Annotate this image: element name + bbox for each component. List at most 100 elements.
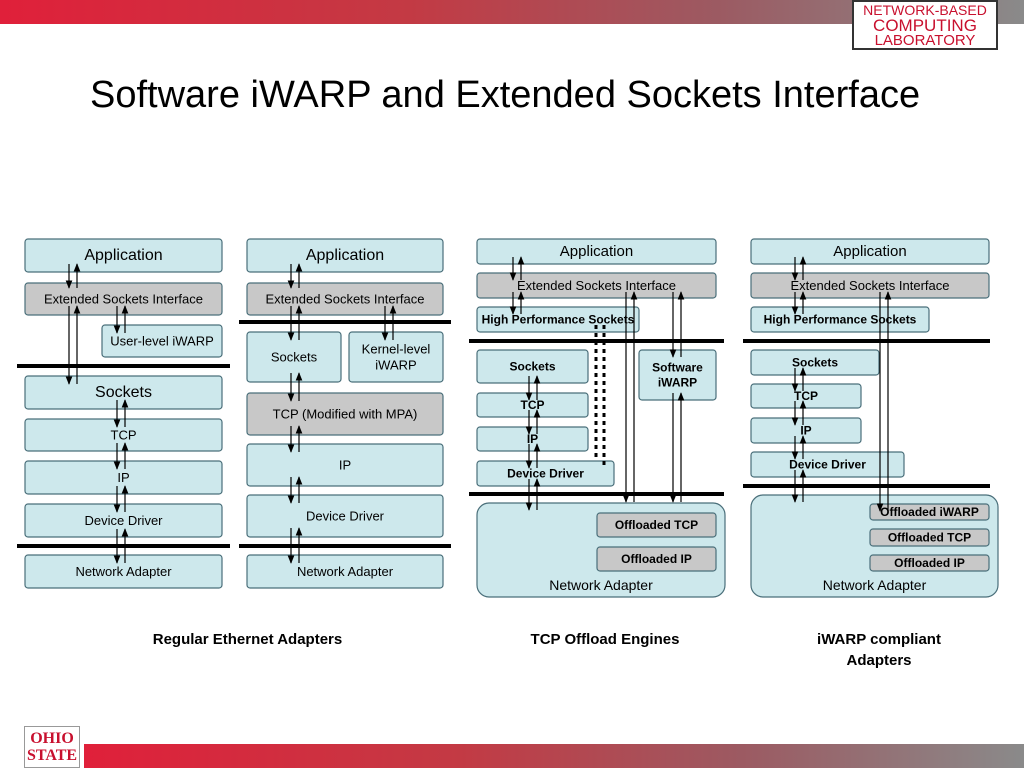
stack-box-frame [246,554,444,589]
stack-box-p2-app: Application [246,238,444,273]
caption-line: iWARP compliant [817,631,941,648]
stack-box-p3-dd: Device Driver [476,460,615,487]
stack-box-p2-sockets: Sockets [246,331,342,383]
lab-logo: NETWORK-BASED COMPUTING LABORATORY [852,0,998,50]
stack-box-p1-uliwarp: User-level iWARP [101,324,223,358]
stack-box-frame [638,349,717,401]
stack-box-label: Offloaded TCP [888,531,971,545]
stack-box-label: Sockets [271,350,318,365]
stack-box-frame [246,494,444,538]
caption-line: Regular Ethernet Adapters [152,631,343,648]
stack-box-label: Offloaded iWARP [880,505,979,519]
stack-box-p3-otcp: Offloaded TCP [596,512,717,538]
stack-box-label: Offloaded IP [894,556,965,570]
stack-box-p1-sockets: Sockets [24,375,223,410]
stack-box-label: Application [560,243,633,260]
stack-box-label: IP [527,432,538,446]
stack-box-frame [596,512,717,538]
stack-box-p4-oip: Offloaded IP [869,554,990,572]
stack-box-label: Network Adapter [297,564,394,579]
stack-box-p4-ip: IP [750,417,862,444]
stack-box-frame [246,331,342,383]
stack-box-frame [476,238,717,265]
slide-title: Software iWARP and Extended Sockets Inte… [90,74,921,116]
stack-box-p4-oiwarp: Offloaded iWARP [869,503,990,521]
caption-regular: Regular Ethernet Adapters [120,629,375,650]
stack-box-p2-ip: IP [246,443,444,487]
stack-box-p2-na: Network Adapter [246,554,444,589]
stack-box-p1-esi: Extended Sockets Interface [24,282,223,316]
stack-box-p1-na: Network Adapter [24,554,223,589]
stack-box-frame [476,349,589,384]
stack-box-p4-app: Application [750,238,990,265]
stack-box-p4-hps: High Performance Sockets [750,306,930,333]
stack-box-label: Sockets [95,384,152,401]
stack-box-label: Device Driver [84,513,163,528]
stack-box-label: IP [800,424,811,438]
stack-box-frame [246,443,444,487]
stack-box-frame [101,324,223,358]
lab-logo-line: NETWORK-BASED [863,2,987,18]
stack-box-frame [750,272,990,299]
lab-logo-line: COMPUTING [873,16,977,35]
caption-line: TCP Offload Engines [530,631,680,648]
stack-box-p3-oip: Offloaded IP [596,546,717,572]
stack-box-label: Network Adapter [823,577,927,593]
stack-box-p1-dd: Device Driver [24,503,223,538]
stack-box-label: Sockets [792,356,838,370]
stack-box-frame [24,503,223,538]
stack-box-p3-hps: High Performance Sockets [476,306,640,333]
stack-box-p4-otcp: Offloaded TCP [869,528,990,547]
stack-box-label: Device Driver [789,458,866,472]
stack-box-label: Offloaded TCP [615,518,698,532]
stack-box-label: Application [84,247,162,264]
stack-box-label: Sockets [509,360,555,374]
stack-box-label: Network Adapter [75,564,172,579]
stack-box-label: Extended Sockets Interface [266,292,425,307]
stack-box-p4-sockets: Sockets [750,349,880,376]
stack-box-p3-esi: Extended Sockets Interface [476,272,717,299]
stack-box-p3-tcp: TCP [476,392,589,418]
stack-box-p3-ip: IP [476,426,589,452]
caption-toe: TCP Offload Engines [490,629,720,650]
stack-box-frame [24,554,223,589]
stack-box-label: Application [833,243,906,260]
stack-box-frame [24,375,223,410]
stack-box-frame [246,392,444,436]
stack-box-label: Application [306,247,384,264]
stack-box-p1-app: Application [24,238,223,273]
stack-box-label: IP [339,458,351,473]
stack-box-frame [24,418,223,452]
stack-box-label: High Performance Sockets [482,313,635,327]
stack-box-p2-esi: Extended Sockets Interface [246,282,444,316]
stack-box-label: High Performance Sockets [764,313,917,327]
stack-box-frame [476,306,640,333]
stack-box-frame [348,331,444,383]
stack-box-p1-ip: IP [24,460,223,495]
stack-box-p2-dd: Device Driver [246,494,444,538]
stack-box-frame [869,528,990,547]
stack-box-p3-sockets: Sockets [476,349,589,384]
stack-box-frame [476,460,615,487]
stack-box-p3-app: Application [476,238,717,265]
stack-box-label: TCP [521,398,545,412]
stack-box-frame [750,349,880,376]
stack-box-label: Device Driver [507,467,584,481]
stack-box-frame [750,451,905,478]
stack-box-frame [24,460,223,495]
lab-logo-line: LABORATORY [874,32,976,49]
stack-box-label: Network Adapter [549,577,653,593]
stack-box-frame [869,554,990,572]
stack-box-frame [476,426,589,452]
stack-box-frame [596,546,717,572]
stack-box-p1-tcp: TCP [24,418,223,452]
stack-box-label: Device Driver [306,509,385,524]
university-logo: OHIO STATE [24,726,80,768]
university-logo-line: STATE [26,747,78,764]
